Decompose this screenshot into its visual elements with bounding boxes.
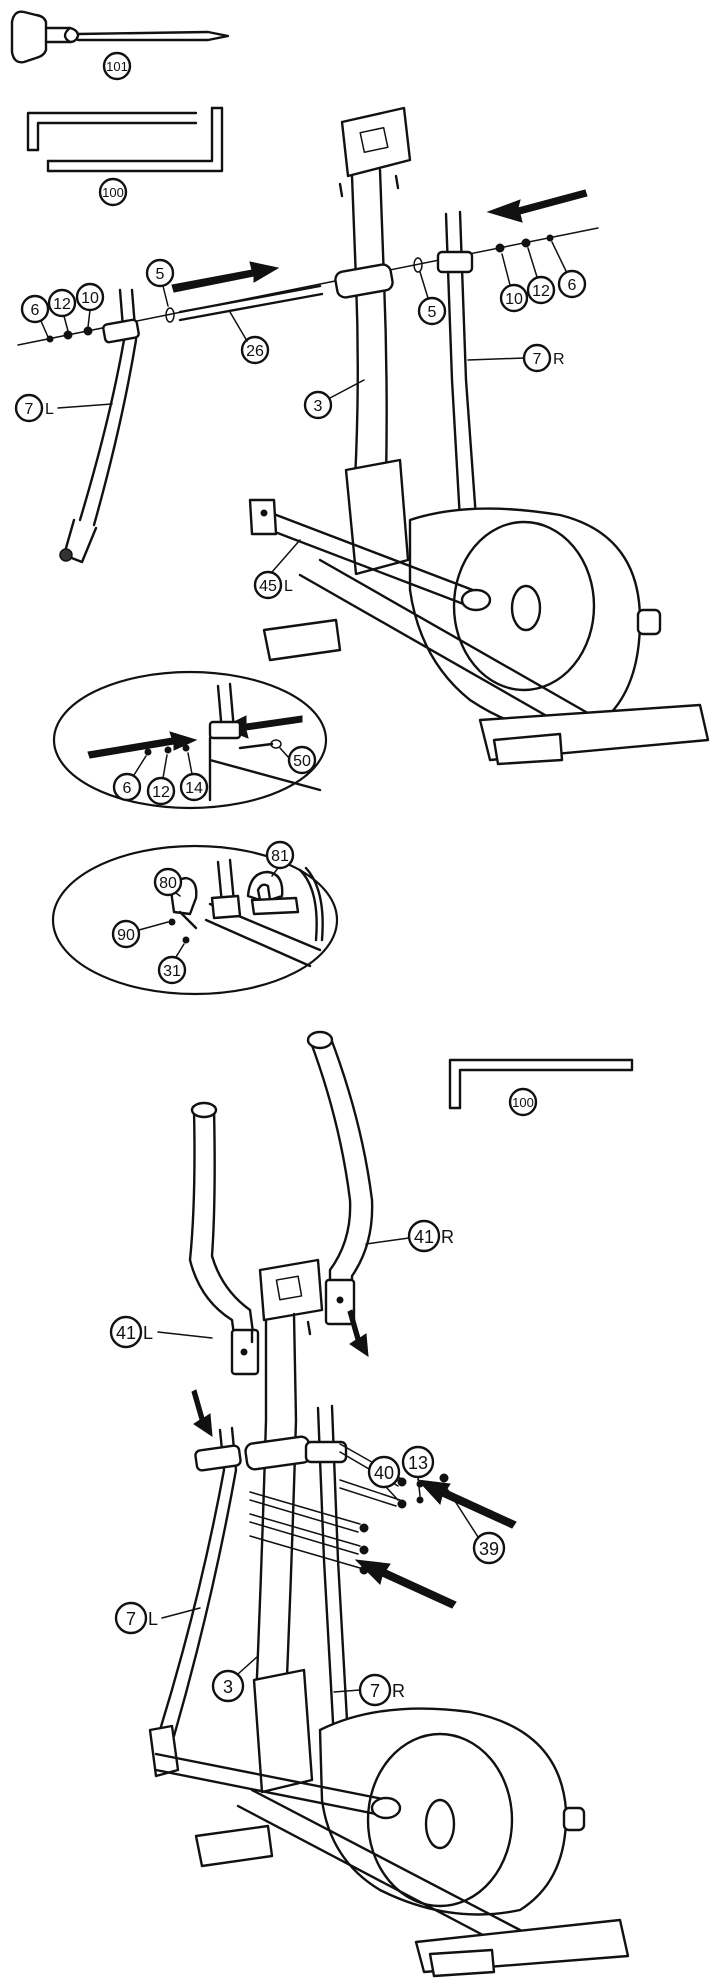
step-a-group: 101 100 xyxy=(10,10,710,996)
callout-40: 40 xyxy=(374,1463,394,1483)
bolts-hardware-b xyxy=(249,1443,449,1575)
callout-41L-side: L xyxy=(143,1323,153,1343)
callout-3-b: 3 xyxy=(223,1677,233,1697)
arrow-right-top xyxy=(171,261,280,293)
base-rails-part xyxy=(262,558,710,766)
callout-5-left: 5 xyxy=(156,266,165,283)
flywheel-housing-part-b xyxy=(318,1707,586,1916)
callout-100-b: 100 xyxy=(512,1095,534,1110)
arrow-down-right xyxy=(347,1309,369,1357)
flywheel-housing-part xyxy=(408,507,662,734)
callout-7L-b: 7 xyxy=(126,1609,136,1629)
callout-101-circle xyxy=(102,51,132,81)
arm-7R-part-b xyxy=(304,1404,350,1742)
step-b-group: 100 xyxy=(109,1030,634,1978)
step-a-callouts: 6 12 10 5 26 7 L 3 5 10 xyxy=(14,241,587,600)
arrow-down-left xyxy=(191,1389,213,1437)
arm-7L-part-b xyxy=(148,1426,242,1778)
callout-7R-b: 7 xyxy=(370,1681,380,1701)
detail1-callout-12: 12 xyxy=(152,784,170,801)
frame-upright-3-part-b xyxy=(244,1258,324,1794)
detail2-callout-90: 90 xyxy=(117,927,135,944)
handlebar-41L-part xyxy=(188,1101,260,1376)
detail1-callout-50: 50 xyxy=(293,753,311,770)
allen-key-tool: 100 xyxy=(26,106,224,207)
callout-101: 101 xyxy=(106,59,128,74)
callout-41L: 41 xyxy=(116,1323,136,1343)
callout-7L-side: L xyxy=(45,401,54,418)
crossbar-45L-part xyxy=(248,498,492,612)
callout-39: 39 xyxy=(479,1539,499,1559)
callout-7R-side: R xyxy=(553,351,565,368)
arrow-left-top xyxy=(486,189,588,223)
arm-7L-part xyxy=(59,288,140,564)
detail1-callout-14: 14 xyxy=(185,780,203,797)
frame-upright-3-part xyxy=(334,106,412,576)
callout-5-right: 5 xyxy=(428,304,437,321)
callout-45L: 45 xyxy=(259,578,277,595)
callout-12-right: 12 xyxy=(532,283,550,300)
callout-100: 100 xyxy=(102,185,124,200)
callout-10: 10 xyxy=(81,290,99,307)
callout-100-circle xyxy=(98,177,128,207)
detail1-callout-6: 6 xyxy=(123,780,132,797)
handlebar-41R-part xyxy=(306,1030,374,1326)
arm-7R-part xyxy=(436,210,478,522)
hex-key-tool: 101 xyxy=(10,10,230,81)
callout-26: 26 xyxy=(246,343,264,360)
callout-12: 12 xyxy=(53,296,71,313)
detail2-callout-31: 31 xyxy=(163,963,181,980)
step-b-callouts: 41 R 41 L 40 13 39 7 L 3 7 R xyxy=(109,1219,506,1707)
allen-key-tool-b: 100 xyxy=(448,1058,634,1117)
callout-7R-b-side: R xyxy=(392,1681,405,1701)
callout-45L-side: L xyxy=(284,578,293,595)
detail-oval-2: 81 80 90 31 xyxy=(51,840,339,996)
callout-41R-side: R xyxy=(441,1227,454,1247)
detail-oval-1: 6 12 14 50 xyxy=(52,670,328,810)
callout-41R: 41 xyxy=(414,1227,434,1247)
callout-6: 6 xyxy=(31,302,40,319)
detail2-callout-81: 81 xyxy=(271,848,289,865)
callout-7R: 7 xyxy=(533,351,542,368)
crossbar-part-b xyxy=(154,1752,402,1820)
detail2-callout-80: 80 xyxy=(159,875,177,892)
callout-10-right: 10 xyxy=(505,291,523,308)
base-rails-part-b xyxy=(194,1788,630,1978)
callout-7L-b-side: L xyxy=(148,1609,158,1629)
callout-6-right: 6 xyxy=(568,277,577,294)
callout-7L: 7 xyxy=(25,401,34,418)
callout-3: 3 xyxy=(314,398,323,415)
arrow-left-lower-b xyxy=(354,1559,457,1609)
bolt-26-part xyxy=(178,284,324,322)
callout-13: 13 xyxy=(408,1453,428,1473)
